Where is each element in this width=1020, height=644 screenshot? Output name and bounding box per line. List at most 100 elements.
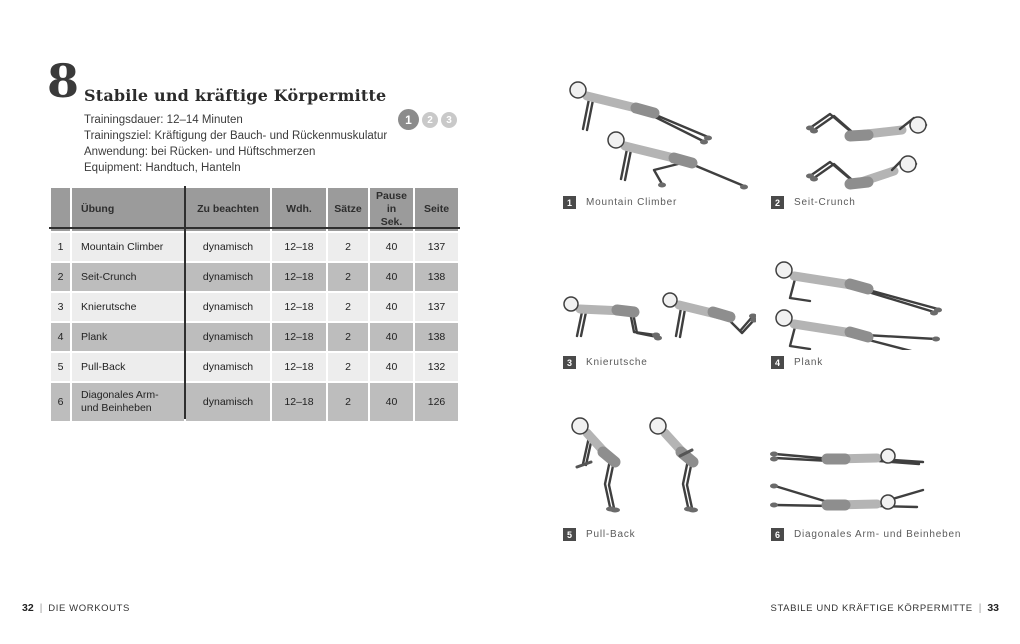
table-row: 3 Knierutsche dynamisch 12–18 2 40 137 <box>51 293 458 322</box>
cell-wdh: 12–18 <box>272 353 326 382</box>
cell-saetze: 2 <box>328 353 368 382</box>
cell-zu-beachten: dynamisch <box>186 383 270 422</box>
cell-zu-beachten: dynamisch <box>186 263 270 292</box>
level-circle-3: 3 <box>441 112 457 128</box>
header-saetze: Sätze <box>328 188 368 232</box>
caption-text: Plank <box>794 357 824 368</box>
workout-table: Übung Zu beachten Wdh. Sätze Pause in Se… <box>49 186 460 424</box>
cell-wdh: 12–18 <box>272 233 326 262</box>
cell-wdh: 12–18 <box>272 323 326 352</box>
caption-badge: 5 <box>563 528 576 541</box>
cell-saetze: 2 <box>328 263 368 292</box>
illustration-seit-crunch <box>768 98 968 193</box>
header-zu-beachten: Zu beachten <box>186 188 270 232</box>
plank-figure-icon <box>775 261 942 350</box>
cell-wdh: 12–18 <box>272 383 326 422</box>
cell-saetze: 2 <box>328 293 368 322</box>
cell-wdh: 12–18 <box>272 263 326 292</box>
header-wdh: Wdh. <box>272 188 326 232</box>
header-seite: Seite <box>415 188 458 232</box>
cell-nr: 6 <box>51 383 70 422</box>
mountain-climber-figure-icon <box>569 81 748 190</box>
level-circle-2: 2 <box>422 112 438 128</box>
illustration-knierutsche <box>556 274 756 352</box>
caption-badge: 2 <box>771 196 784 209</box>
cell-uebung: Plank <box>72 323 184 352</box>
table-row: 6 Diagonales Arm- und Beinheben dynamisc… <box>51 383 458 422</box>
table-column-rule <box>184 186 186 419</box>
footer-divider: | <box>978 602 982 614</box>
caption-badge: 3 <box>563 356 576 369</box>
cell-zu-beachten: dynamisch <box>186 323 270 352</box>
caption-badge: 6 <box>771 528 784 541</box>
meta-trainingsdauer: Trainingsdauer: 12–14 Minuten <box>84 114 243 126</box>
cell-wdh: 12–18 <box>272 293 326 322</box>
cell-pause: 40 <box>370 323 413 352</box>
illustration-pull-back <box>556 410 716 522</box>
cell-zu-beachten: dynamisch <box>186 233 270 262</box>
cell-nr: 5 <box>51 353 70 382</box>
cell-pause: 40 <box>370 293 413 322</box>
cell-nr: 4 <box>51 323 70 352</box>
cell-uebung: Mountain Climber <box>72 233 184 262</box>
table-header-rule <box>49 227 460 229</box>
cell-uebung: Knierutsche <box>72 293 184 322</box>
cell-seite: 126 <box>415 383 458 422</box>
table-row: 4 Plank dynamisch 12–18 2 40 138 <box>51 323 458 352</box>
caption-badge: 1 <box>563 196 576 209</box>
header-uebung: Übung <box>72 188 184 232</box>
cell-uebung: Pull-Back <box>72 353 184 382</box>
footer-left: 32 | DIE WORKOUTS <box>22 602 130 614</box>
caption-badge: 4 <box>771 356 784 369</box>
header-nr <box>51 188 70 232</box>
footer-divider: | <box>39 602 43 614</box>
cell-zu-beachten: dynamisch <box>186 353 270 382</box>
cell-nr: 2 <box>51 263 70 292</box>
caption-knierutsche: 3 Knierutsche <box>563 356 648 369</box>
knierutsche-figure-icon <box>563 292 756 341</box>
pull-back-figure-icon <box>571 417 699 513</box>
caption-text: Seit-Crunch <box>794 197 856 208</box>
cell-pause: 40 <box>370 233 413 262</box>
cell-saetze: 2 <box>328 233 368 262</box>
meta-trainingsziel: Trainingsziel: Kräftigung der Bauch- und… <box>84 130 388 142</box>
caption-text: Pull-Back <box>586 529 636 540</box>
cell-seite: 137 <box>415 233 458 262</box>
chapter-number: 8 <box>47 54 80 108</box>
table-row: 5 Pull-Back dynamisch 12–18 2 40 132 <box>51 353 458 382</box>
training-meta: Trainingsdauer: 12–14 Minuten Trainingsz… <box>84 112 387 176</box>
cell-pause: 40 <box>370 263 413 292</box>
diagonales-arm-und-beinheben-figure-icon <box>770 448 925 511</box>
cell-saetze: 2 <box>328 383 368 422</box>
level-circle-1: 1 <box>398 109 419 130</box>
meta-anwendung: Anwendung: bei Rücken- und Hüftschmerzen <box>84 146 316 158</box>
footer-right: STABILE UND KRÄFTIGE KÖRPERMITTE | 33 <box>771 602 999 614</box>
cell-pause: 40 <box>370 383 413 422</box>
caption-diagonales-arm-und-beinheben: 6 Diagonales Arm- und Beinheben <box>771 528 961 541</box>
cell-seite: 132 <box>415 353 458 382</box>
cell-seite: 137 <box>415 293 458 322</box>
cell-zu-beachten: dynamisch <box>186 293 270 322</box>
cell-nr: 3 <box>51 293 70 322</box>
table-row: 1 Mountain Climber dynamisch 12–18 2 40 … <box>51 233 458 262</box>
left-running-head: DIE WORKOUTS <box>48 602 130 614</box>
cell-seite: 138 <box>415 263 458 292</box>
caption-text: Mountain Climber <box>586 197 678 208</box>
illustration-diagonales-arm-und-beinheben <box>761 428 986 523</box>
level-indicator: 1 2 3 <box>398 109 457 130</box>
right-running-head: STABILE UND KRÄFTIGE KÖRPERMITTE <box>770 602 973 614</box>
cell-nr: 1 <box>51 233 70 262</box>
illustration-mountain-climber <box>556 68 761 193</box>
left-page-number: 32 <box>22 602 34 614</box>
meta-equipment: Equipment: Handtuch, Hanteln <box>84 162 241 174</box>
caption-text: Diagonales Arm- und Beinheben <box>794 529 962 540</box>
cell-saetze: 2 <box>328 323 368 352</box>
caption-seit-crunch: 2 Seit-Crunch <box>771 196 856 209</box>
seit-crunch-figure-icon <box>806 112 928 190</box>
header-pause: Pause in Sek. <box>370 188 413 232</box>
cell-pause: 40 <box>370 353 413 382</box>
right-page-number: 33 <box>987 602 999 614</box>
cell-uebung: Seit-Crunch <box>72 263 184 292</box>
caption-pull-back: 5 Pull-Back <box>563 528 635 541</box>
